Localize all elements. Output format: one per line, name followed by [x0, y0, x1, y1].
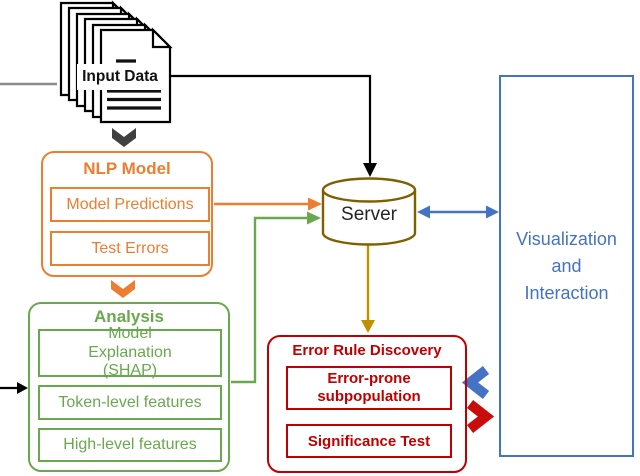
analysis-box: Analysis Model Explanation (SHAP) Token-… — [28, 302, 230, 472]
error-prone-subpopulation-box: Error-prone subpopulation — [286, 366, 452, 410]
input-data-label: Input Data — [77, 64, 163, 90]
token-level-features-box: Token-level features — [38, 385, 222, 420]
test-errors-box: Test Errors — [50, 231, 210, 266]
error-rule-discovery-title: Error Rule Discovery — [292, 342, 442, 359]
arrow-nlp-to-server — [214, 197, 322, 211]
visualization-interaction-box: Visualization and Interaction — [499, 75, 634, 457]
arrow-analysis-to-server — [231, 211, 321, 384]
arrow-into-analysis — [0, 382, 28, 394]
significance-test-box: Significance Test — [286, 424, 452, 458]
model-predictions-box: Model Predictions — [50, 187, 210, 222]
arrow-server-visualization-bidirectional — [417, 205, 499, 219]
chevron-right-red-icon — [466, 400, 495, 433]
visualization-line-1: Visualization — [516, 228, 617, 249]
model-explanation-label: Model Explanation (SHAP) — [88, 324, 172, 380]
visualization-line-3: Interaction — [524, 282, 609, 303]
error-prone-subpopulation-label: Error-prone subpopulation — [317, 370, 421, 405]
arrow-server-to-error — [361, 245, 375, 333]
document-text-lines — [107, 59, 161, 110]
server-database-icon — [321, 177, 417, 246]
error-rule-discovery-box: Error Rule Discovery Error-prone subpopu… — [267, 335, 467, 473]
server-label: Server — [341, 204, 397, 225]
visualization-line-2: and — [551, 255, 582, 276]
chevron-down-dark-icon — [112, 128, 136, 147]
analysis-title: Analysis — [94, 307, 164, 326]
high-level-features-box: High-level features — [38, 428, 222, 462]
model-explanation-box: Model Explanation (SHAP) — [38, 325, 222, 379]
nlp-model-box: NLP Model Model Predictions Test Errors — [41, 151, 213, 277]
chevron-down-orange-icon — [111, 280, 135, 298]
chevron-left-blue-icon — [461, 366, 490, 399]
nlp-model-title: NLP Model — [83, 159, 171, 178]
arrow-input-to-server — [171, 74, 377, 177]
document-stack-icon — [59, 0, 173, 124]
